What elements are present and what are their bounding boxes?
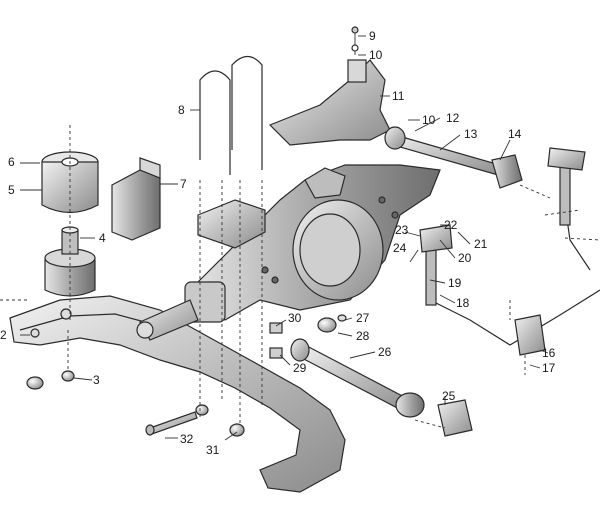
callout-19: 19 [448, 276, 462, 290]
callout-26: 26 [378, 345, 392, 359]
callout-6: 6 [8, 155, 15, 169]
callout-29: 29 [293, 361, 307, 375]
callout-13: 13 [464, 127, 478, 141]
callout-28: 28 [356, 329, 370, 343]
callout-24: 24 [393, 241, 407, 255]
callout-3: 3 [93, 373, 100, 387]
lower-rod-26 [269, 314, 473, 437]
bracket-7 [111, 157, 161, 241]
bracket-11 [268, 26, 391, 146]
callout-31: 31 [206, 443, 220, 457]
callout-5: 5 [8, 183, 15, 197]
callout-16: 16 [542, 346, 556, 360]
leader-lines [20, 35, 549, 441]
callout-14: 14 [508, 127, 522, 141]
callout-7: 7 [180, 177, 187, 191]
callout-9: 9 [369, 29, 376, 43]
u-bolts [197, 55, 266, 249]
callout-10-mid: 10 [422, 113, 436, 127]
callout-2: 2 [0, 328, 7, 342]
callout-12: 12 [446, 111, 460, 125]
assembly-lines [0, 125, 600, 429]
callout-20: 20 [458, 251, 472, 265]
callout-27: 27 [356, 311, 370, 325]
callout-11: 11 [392, 89, 405, 103]
callout-32: 32 [180, 432, 194, 446]
callout-4: 4 [99, 231, 106, 245]
leaf-spring-arm [9, 295, 346, 493]
callout-18: 18 [456, 296, 470, 310]
callout-30: 30 [288, 311, 302, 325]
callout-labels: 2 3 4 5 6 7 8 9 10 11 10 12 13 14 16 17 … [0, 29, 556, 457]
fasteners-bottom [26, 370, 245, 437]
callout-25: 25 [442, 389, 456, 403]
axle-housing [136, 164, 441, 341]
callout-22: 22 [444, 218, 458, 232]
callout-21: 21 [474, 237, 488, 251]
callout-10-top: 10 [369, 48, 383, 62]
callout-17: 17 [542, 361, 556, 375]
callout-8: 8 [178, 103, 185, 117]
torque-rod-13 [384, 126, 523, 189]
callout-23: 23 [395, 223, 409, 237]
